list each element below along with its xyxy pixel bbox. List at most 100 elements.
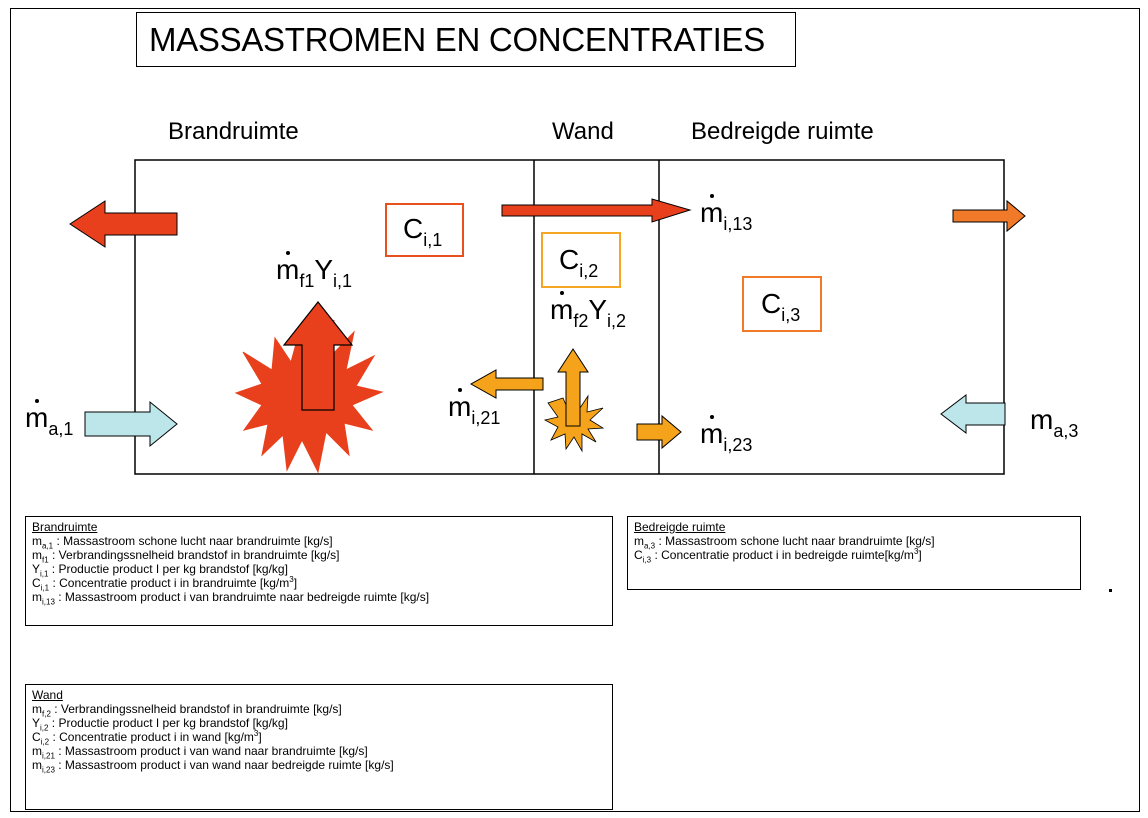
mi23-subscript: i,23 — [723, 435, 753, 455]
ma1-symbol: m — [25, 399, 49, 433]
page-title: MASSASTROMEN EN CONCENTRATIES — [149, 21, 765, 58]
label-mi23: mi,23 — [700, 415, 753, 455]
legend-row: mi,23 : Massastroom product i van wand n… — [32, 758, 606, 775]
arrow-mi13 — [501, 198, 692, 223]
mf1-symbol: m — [276, 251, 300, 285]
y2-subscript: i,2 — [607, 311, 627, 331]
legend-bedreigde-ruimte: Bedreigde ruimte ma,3 : Massastroom scho… — [627, 516, 1081, 590]
arrow-mf2-up — [557, 348, 589, 427]
legend-row: mf1 : Verbrandingssnelheid brandstof in … — [32, 548, 606, 565]
legend-row: Ci,3 : Concentratie product i in bedreig… — [634, 548, 1074, 565]
legend-text-tail: ] — [918, 548, 922, 562]
legend-subscript: a,1 — [42, 541, 54, 551]
stray-dot — [1109, 589, 1112, 592]
legend-text: : Concentratie product i in wand [kg/m — [49, 730, 254, 744]
legend-subscript: i,1 — [40, 569, 49, 579]
region-label-fire-room: Brandruimte — [168, 118, 299, 145]
legend-text: : Massastroom product i van wand naar br… — [54, 744, 368, 758]
legend-text: : Massastroom schone lucht naar brandrui… — [655, 534, 935, 548]
legend-text-tail: ] — [293, 576, 298, 590]
legend-subscript: i,2 — [40, 723, 49, 733]
legend-text: : Massastroom product i van wand naar be… — [54, 758, 394, 772]
arrow-mf1-up — [282, 301, 354, 411]
title-box: MASSASTROMEN EN CONCENTRATIES — [136, 12, 796, 67]
region-label-threatened-room: Bedreigde ruimte — [691, 118, 874, 145]
legend-symbol: m — [32, 534, 42, 548]
concentration-box-c1: Ci,1 — [385, 203, 464, 257]
legend-subscript: i,23 — [42, 765, 55, 775]
mf1-subscript: f1 — [299, 271, 315, 291]
legend-symbol: m — [32, 744, 42, 758]
legend-row: Yi,2 : Productie product I per kg brands… — [32, 716, 606, 733]
mi21-subscript: i,21 — [471, 408, 501, 428]
legend-text: : Massastroom product i van brandruimte … — [54, 590, 430, 604]
legend-text: : Massastroom schone lucht naar brandrui… — [53, 534, 333, 548]
mf2-symbol: m — [550, 291, 574, 325]
legend-symbol: C — [32, 576, 41, 590]
label-ma1: ma,1 — [25, 399, 74, 439]
mi13-symbol: m — [700, 194, 724, 228]
legend-symbol: m — [32, 702, 42, 716]
legend-brandruimte-heading: Brandruimte — [32, 520, 98, 534]
legend-row: mi,13 : Massastroom product i van brandr… — [32, 590, 606, 607]
legend-subscript: i,1 — [40, 583, 50, 593]
label-mi21: mi,21 — [448, 388, 501, 428]
c2-symbol: C — [559, 244, 580, 275]
outflow-arrow-threatened-room — [952, 199, 1026, 233]
inflow-arrow-ma3 — [940, 393, 1006, 435]
legend-row: Ci,2 : Concentratie product i in wand [k… — [32, 729, 606, 747]
legend-wand: Wand mf,2 : Verbrandingssnelheid brandst… — [25, 684, 613, 810]
y2-symbol: Y — [588, 294, 608, 325]
legend-subscript: i,21 — [42, 751, 55, 761]
legend-symbol: C — [634, 548, 643, 562]
legend-superscript: 3 — [253, 729, 259, 738]
legend-text: : Verbrandingssnelheid brandstof in bran… — [50, 702, 342, 716]
region-label-wall: Wand — [552, 118, 614, 145]
c2-subscript: i,2 — [579, 261, 599, 281]
mi21-symbol: m — [448, 388, 472, 422]
legend-subscript: f1 — [42, 555, 49, 565]
legend-row: Ci,1 : Concentratie product i in brandru… — [32, 575, 606, 593]
label-mf2-yi2: mf2Yi,2 — [550, 291, 627, 331]
compartment-outline — [134, 159, 1005, 475]
label-ma3: ma,3 — [1030, 404, 1079, 441]
legend-subscript: i,3 — [642, 555, 652, 565]
legend-text-tail: ] — [258, 730, 262, 744]
concentration-box-c3: Ci,3 — [742, 276, 822, 332]
arrow-mi21 — [469, 369, 544, 399]
diagram-frame — [10, 8, 1140, 812]
arrow-mi23 — [636, 414, 682, 450]
ma1-subscript: a,1 — [48, 419, 74, 439]
c3-symbol: C — [761, 288, 782, 319]
legend-text: : Verbrandingssnelheid brandstof in bran… — [48, 548, 340, 562]
legend-brandruimte: Brandruimte ma,1 : Massastroom schone lu… — [25, 516, 613, 626]
legend-row: ma,1 : Massastroom schone lucht naar bra… — [32, 534, 606, 551]
inflow-arrow-ma1 — [84, 400, 178, 448]
legend-superscript: 3 — [289, 575, 294, 584]
outflow-arrow-fire-room — [69, 200, 178, 248]
label-mi13: mi,13 — [700, 194, 753, 234]
legend-symbol: m — [634, 534, 644, 548]
legend-symbol: Y — [32, 716, 41, 730]
concentration-box-c2: Ci,2 — [541, 232, 621, 288]
legend-symbol: C — [32, 730, 41, 744]
legend-subscript: a,3 — [644, 541, 656, 551]
legend-text: : Productie product I per kg brandstof [… — [48, 716, 288, 730]
ma3-symbol: m — [1030, 404, 1054, 435]
legend-text: : Productie product I per kg brandstof [… — [48, 562, 288, 576]
legend-symbol: m — [32, 590, 42, 604]
legend-wand-heading: Wand — [32, 688, 63, 702]
legend-row: mi,21 : Massastroom product i van wand n… — [32, 744, 606, 761]
legend-subscript: i,13 — [42, 597, 55, 607]
legend-text: : Concentratie product i in bedreigde ru… — [651, 548, 914, 562]
ma3-subscript: a,3 — [1053, 421, 1079, 441]
legend-text: : Concentratie product i in brandruimte … — [49, 576, 290, 590]
legend-row: mf,2 : Verbrandingssnelheid brandstof in… — [32, 702, 606, 718]
legend-symbol: Y — [32, 562, 41, 576]
legend-subscript: i,2 — [40, 737, 50, 747]
legend-symbol: m — [32, 548, 42, 562]
legend-symbol: m — [32, 758, 42, 772]
legend-row: Yi,1 : Productie product I per kg brands… — [32, 562, 606, 579]
mi13-subscript: i,13 — [723, 214, 753, 234]
